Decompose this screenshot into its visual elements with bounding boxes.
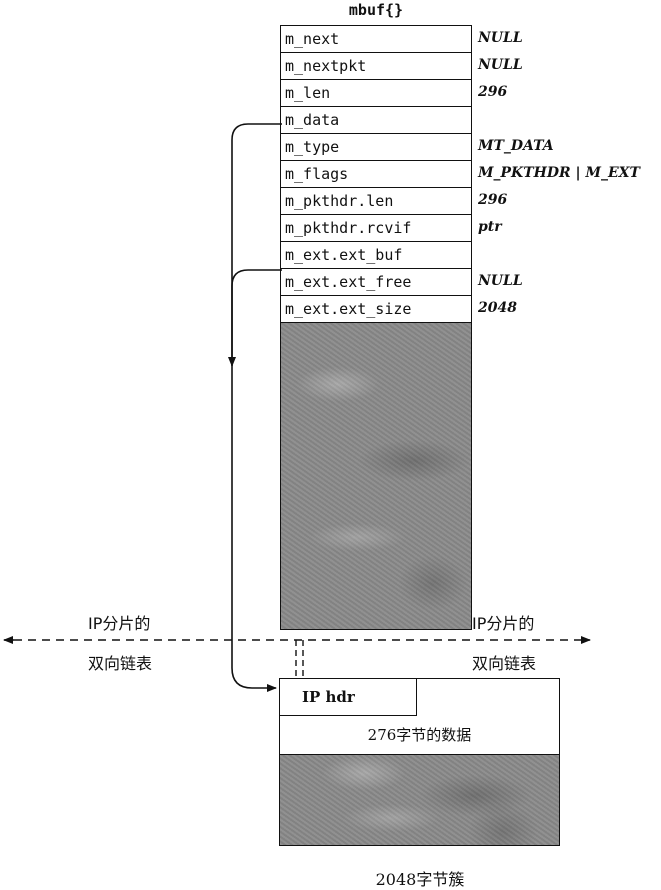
data-region-label: 276字节的数据 — [280, 715, 559, 755]
field-m-nextpkt: m_nextpkt — [280, 52, 472, 79]
value-m-pkthdr-len: 296 — [478, 192, 508, 208]
field-m-ext-ext-buf: m_ext.ext_buf — [280, 241, 472, 268]
left-list-label-line1: IP分片的 — [88, 614, 151, 633]
cluster-shaded-area — [280, 755, 559, 845]
cluster-2048: IP hdr 276字节的数据 — [279, 678, 560, 846]
field-m-len: m_len — [280, 79, 472, 106]
field-m-pkthdr-rcvif: m_pkthdr.rcvif — [280, 214, 472, 241]
right-list-label-line2: 双向链表 — [472, 654, 537, 673]
value-m-flags: M_PKTHDR | M_EXT — [478, 165, 640, 181]
m-data-pointer-arrow — [228, 123, 282, 367]
mbuf-title: mbuf{} — [348, 1, 404, 19]
ip-header-label: IP hdr — [302, 688, 355, 706]
value-m-type: MT_DATA — [478, 138, 554, 154]
value-m-nextpkt: NULL — [478, 57, 523, 73]
ip-header-box: IP hdr — [279, 678, 417, 716]
field-m-ext-ext-free: m_ext.ext_free — [280, 268, 472, 295]
value-m-len: 296 — [478, 84, 508, 100]
field-m-type: m_type — [280, 133, 472, 160]
field-m-data: m_data — [280, 106, 472, 133]
ext-buf-pointer-arrow — [231, 269, 282, 692]
mbuf-shaded-area — [280, 322, 472, 630]
field-m-pkthdr-len: m_pkthdr.len — [280, 187, 472, 214]
field-m-next: m_next — [280, 25, 472, 52]
value-m-ext-ext-free: NULL — [478, 273, 523, 289]
value-m-ext-ext-size: 2048 — [478, 300, 517, 316]
value-m-next: NULL — [478, 30, 523, 46]
value-m-pkthdr-rcvif: ptr — [478, 219, 502, 235]
left-list-label-line2: 双向链表 — [88, 654, 153, 673]
cluster-caption: 2048字节簇 — [375, 870, 465, 889]
field-m-ext-ext-size: m_ext.ext_size — [280, 295, 472, 322]
right-list-label-line1: IP分片的 — [472, 614, 535, 633]
field-m-flags: m_flags — [280, 160, 472, 187]
